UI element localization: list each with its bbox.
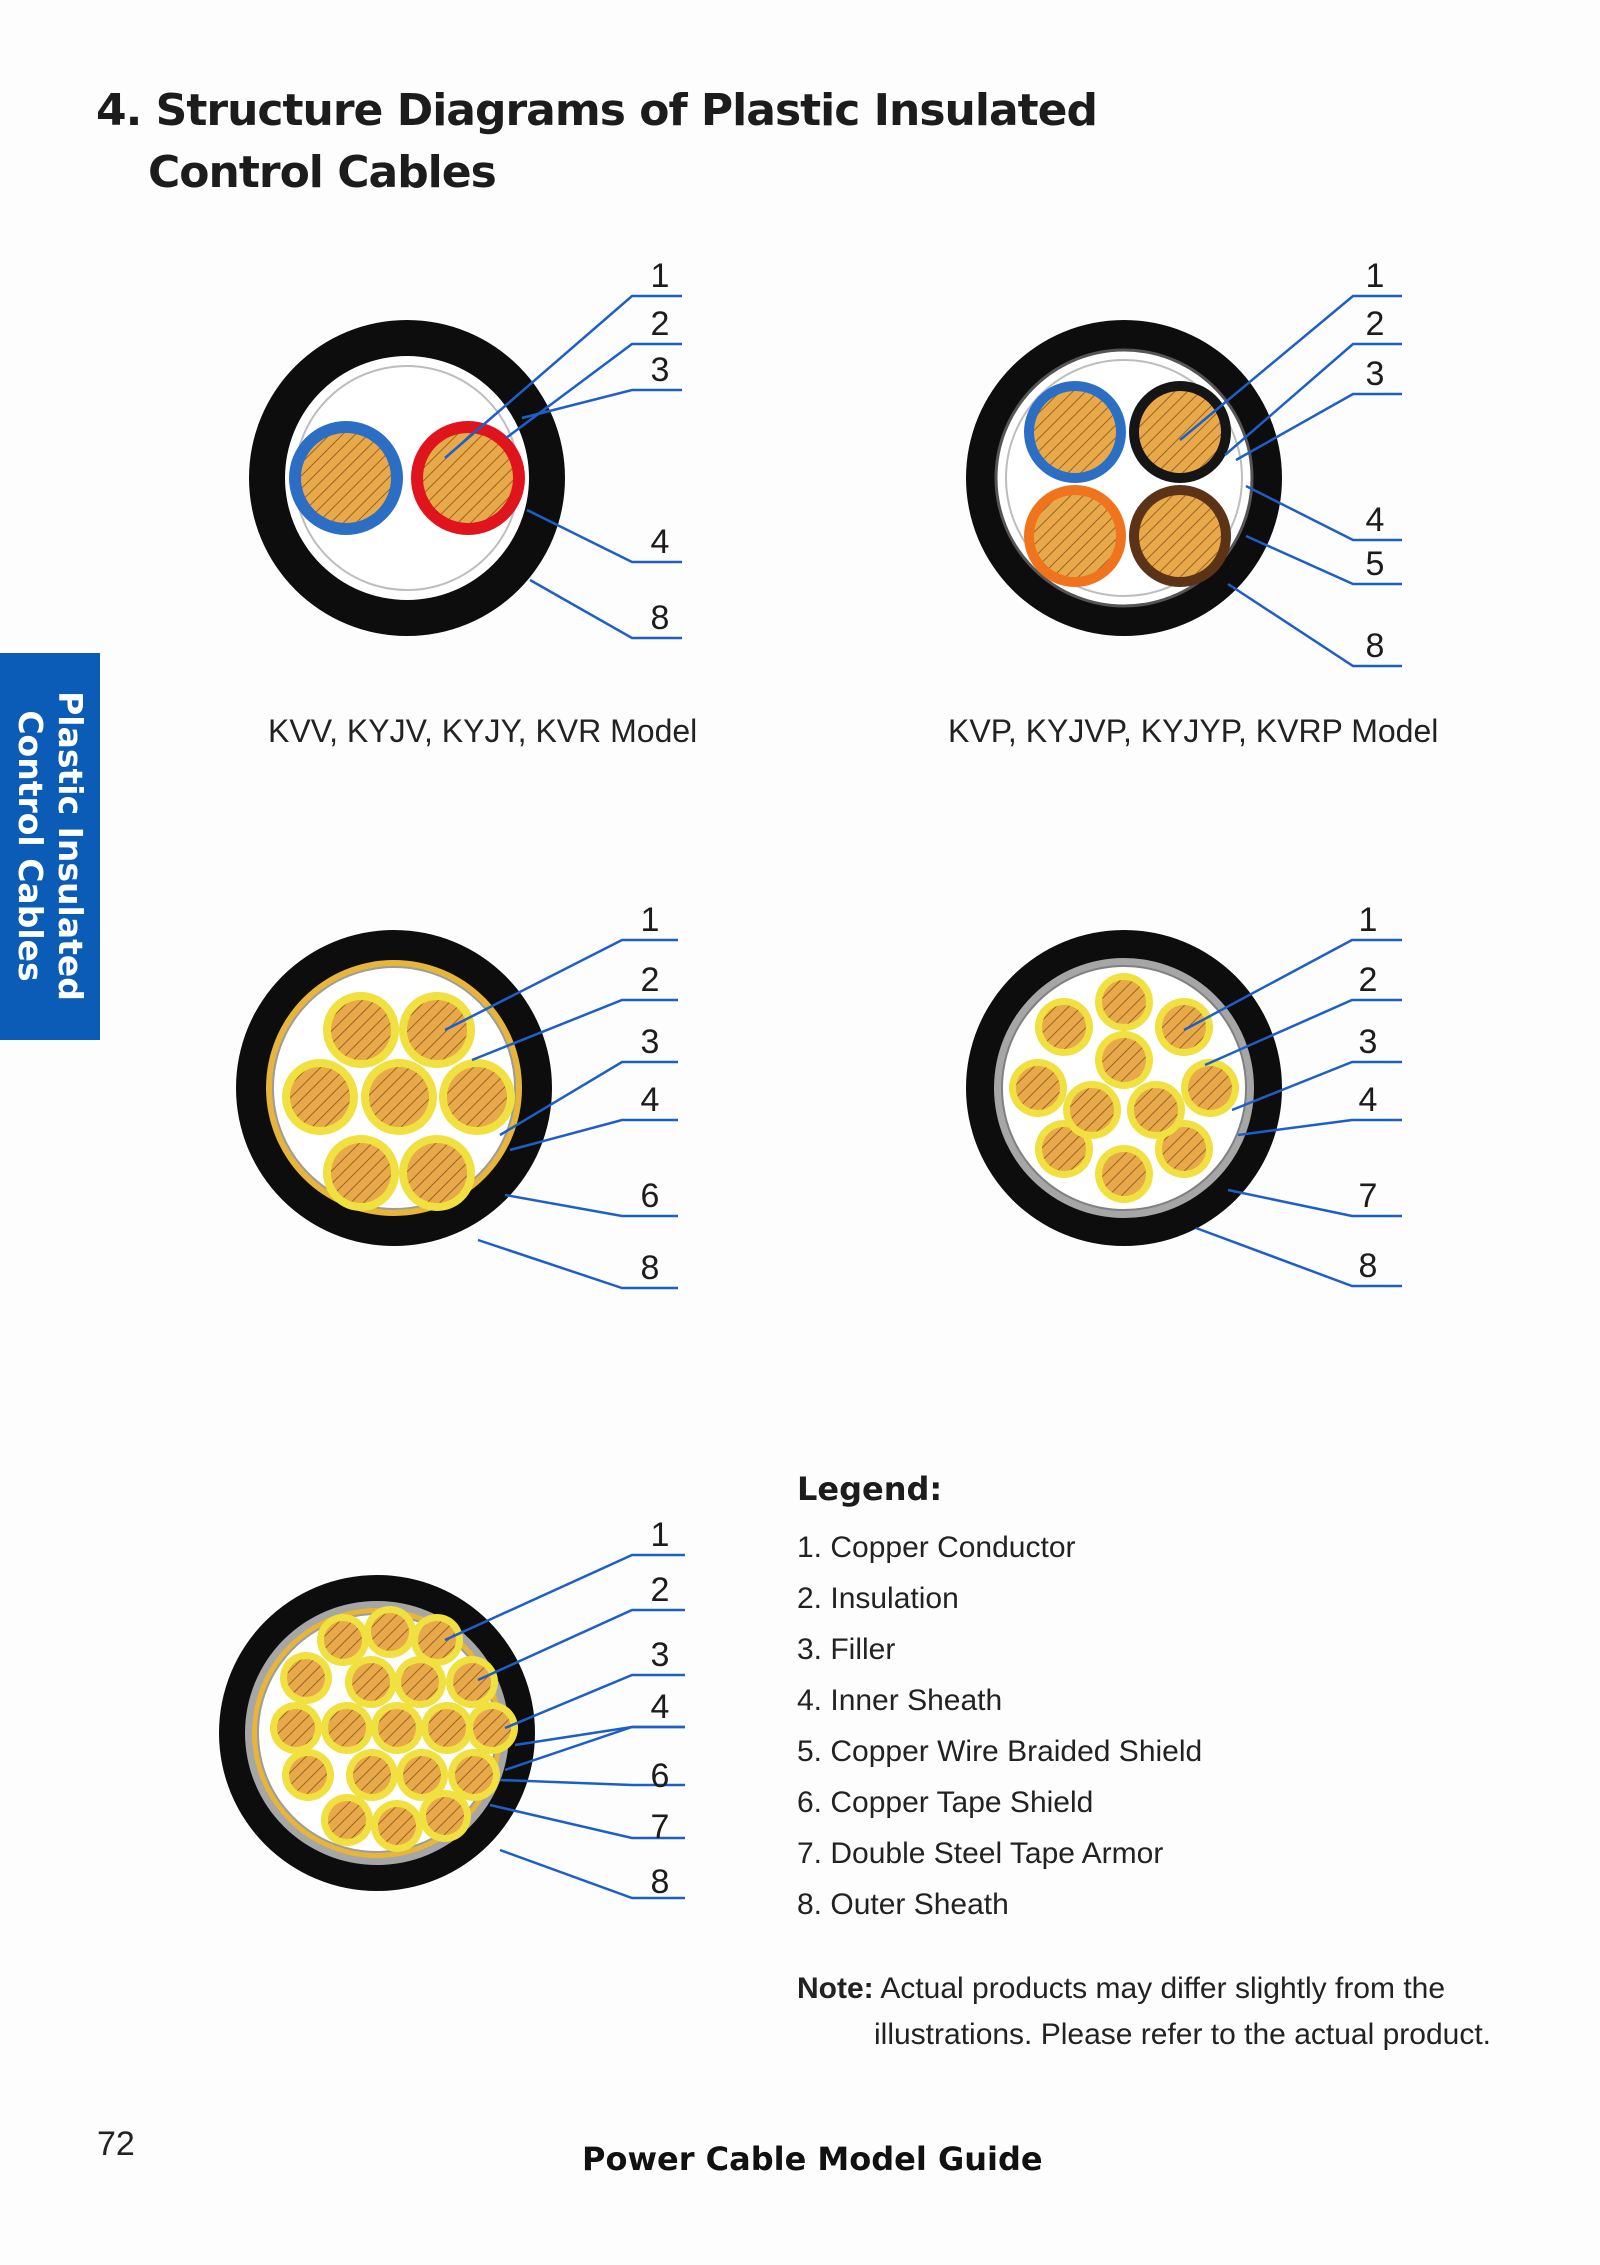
cable-diagram-3 (236, 930, 678, 1290)
core-black-2 (1129, 381, 1231, 483)
legend-list: 1. Copper Conductor 2. Insulation 3. Fil… (797, 1522, 1202, 1930)
diagram-1-label-8: 8 (651, 599, 670, 637)
leader-lines-5 (444, 1553, 685, 1900)
diagram-5-label-1: 1 (651, 1516, 670, 1554)
leader-lines-3 (444, 938, 678, 1290)
legend-item: 1. Copper Conductor (797, 1531, 1076, 1564)
diagram-1-label-3: 3 (651, 351, 670, 389)
diagram-3-label-3: 3 (641, 1023, 660, 1061)
footer-title: Power Cable Model Guide (582, 2140, 1043, 2178)
cable-diagram-2 (966, 294, 1402, 668)
diagram-1-label-1: 1 (651, 257, 670, 295)
page-title: 4. Structure Diagrams of Plastic Insulat… (96, 80, 1098, 204)
page-number: 72 (97, 2125, 135, 2163)
note-line-1: Actual products may differ slightly from… (873, 1972, 1446, 2005)
diagram-3-label-4: 4 (641, 1081, 660, 1119)
note-label: Note: (797, 1972, 874, 2005)
diagram-4-label-1: 1 (1359, 901, 1378, 939)
core-orange-2 (1024, 485, 1126, 587)
legend-item: 6. Copper Tape Shield (797, 1786, 1094, 1819)
diagram-5-label-7: 7 (651, 1808, 670, 1846)
cable-diagram-5 (219, 1553, 685, 1900)
diagram-2-label-8: 8 (1366, 627, 1385, 665)
cable-diagram-1 (249, 294, 682, 640)
diagram-5-label-2: 2 (651, 1571, 670, 1609)
diagram-1-label-4: 4 (651, 523, 670, 561)
diagram-1-caption: KVV, KYJV, KYJY, KVR Model (268, 713, 698, 749)
core-blue (289, 421, 403, 535)
note-line-2: illustrations. Please refer to the actua… (874, 2018, 1491, 2051)
diagram-4-label-4: 4 (1359, 1081, 1378, 1119)
title-line-1: 4. Structure Diagrams of Plastic Insulat… (96, 85, 1098, 136)
legend-title: Legend: (797, 1470, 943, 1508)
legend-item: 8. Outer Sheath (797, 1888, 1009, 1921)
diagram-4-label-7: 7 (1359, 1177, 1378, 1215)
diagram-5-label-6: 6 (651, 1757, 670, 1795)
core-red (411, 421, 525, 535)
diagram-4-label-8: 8 (1359, 1247, 1378, 1285)
diagram-2-label-4: 4 (1366, 501, 1385, 539)
diagram-3-label-1: 1 (641, 901, 660, 939)
diagram-2-label-5: 5 (1366, 545, 1385, 583)
conductors-3 (282, 992, 515, 1211)
leader-lines-1 (444, 294, 682, 640)
diagram-2-label-2: 2 (1366, 305, 1385, 343)
legend-item: 2. Insulation (797, 1582, 959, 1615)
title-line-2: Control Cables (148, 147, 497, 198)
diagram-5-label-3: 3 (651, 1636, 670, 1674)
diagram-2-label-1: 1 (1366, 257, 1385, 295)
legend-item: 3. Filler (797, 1633, 896, 1666)
core-brown-2 (1129, 485, 1231, 587)
diagram-4-label-3: 3 (1359, 1023, 1378, 1061)
diagram-3-label-2: 2 (641, 961, 660, 999)
diagram-3-label-6: 6 (641, 1177, 660, 1215)
diagram-4-label-2: 2 (1359, 961, 1378, 999)
note: Note: Actual products may differ slightl… (797, 1966, 1517, 2058)
diagram-3-label-8: 8 (641, 1249, 660, 1287)
diagram-2-label-3: 3 (1366, 355, 1385, 393)
legend: Legend: 1. Copper Conductor 2. Insulatio… (797, 1470, 1202, 1930)
leader-lines-4 (1183, 938, 1402, 1288)
diagram-1-label-2: 2 (651, 305, 670, 343)
diagram-5-label-4: 4 (651, 1688, 670, 1726)
side-section-tab[interactable]: Plastic Insulated Control Cables (0, 653, 100, 1040)
legend-item: 5. Copper Wire Braided Shield (797, 1735, 1203, 1768)
legend-item: 7. Double Steel Tape Armor (797, 1837, 1164, 1870)
diagram-2-caption: KVP, KYJVP, KYJYP, KVRP Model (948, 713, 1439, 749)
conductors-5 (270, 1606, 518, 1852)
leader-lines-2 (1179, 294, 1402, 668)
cable-diagram-4 (966, 930, 1402, 1288)
diagram-5-label-8: 8 (651, 1863, 670, 1901)
legend-item: 4. Inner Sheath (797, 1684, 1003, 1717)
core-blue-2 (1024, 381, 1126, 483)
conductors-4 (1009, 973, 1239, 1203)
inner-sheath-1 (285, 356, 529, 600)
